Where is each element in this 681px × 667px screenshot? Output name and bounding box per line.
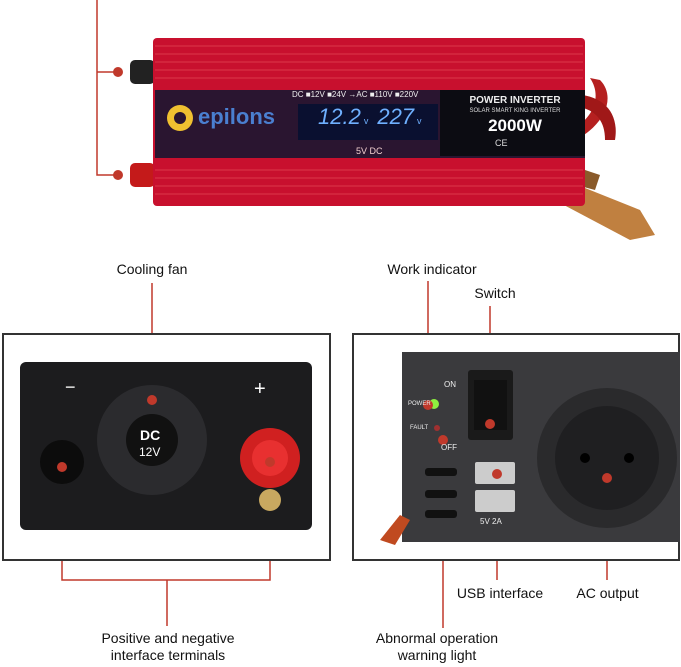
usb-label: 5V DC xyxy=(356,146,383,156)
lcd-unit-in: v xyxy=(363,116,369,126)
ce-mark: CE xyxy=(495,138,508,148)
power-led-label: POWER xyxy=(408,401,431,407)
product-title: POWER INVERTER xyxy=(469,95,561,106)
switch-off-label: OFF xyxy=(441,443,457,452)
label-warning-line1: Abnormal operation xyxy=(375,630,499,646)
terminal-positive xyxy=(130,163,155,187)
label-terminals: Positive and negative interface terminal… xyxy=(68,630,268,664)
lcd-readout: 12.2 v 227 v xyxy=(318,106,436,128)
lcd-input-voltage: 12.2 xyxy=(318,104,361,129)
fault-led-label: FAULT xyxy=(410,425,429,431)
minus-sign: − xyxy=(65,377,76,397)
lcd-output-voltage: 227 xyxy=(377,104,415,129)
mode-strip: DC ■12V ■24V →AC ■110V ■220V xyxy=(292,91,419,99)
callout-dots xyxy=(57,67,612,483)
label-usb-interface: USB interface xyxy=(456,585,544,601)
label-work-indicator: Work indicator xyxy=(387,261,477,277)
ac-end-panel xyxy=(352,333,680,561)
plus-sign: + xyxy=(254,378,266,400)
dc-label: DC xyxy=(140,427,161,443)
terminal-negative xyxy=(130,60,155,84)
label-switch: Switch xyxy=(474,285,516,301)
usb-rating: 5V 2A xyxy=(480,517,502,526)
product-subtitle: SOLAR SMART KING INVERTER xyxy=(469,108,561,114)
switch-on-label: ON xyxy=(444,380,456,389)
wattage: 2000W xyxy=(488,116,542,135)
brand-name: epilons xyxy=(198,104,276,129)
inverter-top-view xyxy=(130,38,655,240)
usb-port-2 xyxy=(475,490,515,512)
label-terminals-line1: Positive and negative xyxy=(101,630,235,646)
lcd-unit-out: v xyxy=(417,116,422,126)
label-warning-line2: warning light xyxy=(397,647,477,663)
fault-led xyxy=(434,425,440,431)
dc-voltage: 12V xyxy=(139,445,161,459)
label-cooling-fan: Cooling fan xyxy=(116,261,188,277)
label-ac-output: AC output xyxy=(576,585,639,601)
label-terminals-line2: interface terminals xyxy=(110,647,226,663)
label-warning-light: Abnormal operation warning light xyxy=(357,630,517,664)
dc-end-panel xyxy=(2,333,331,561)
lcd-display xyxy=(298,104,438,140)
